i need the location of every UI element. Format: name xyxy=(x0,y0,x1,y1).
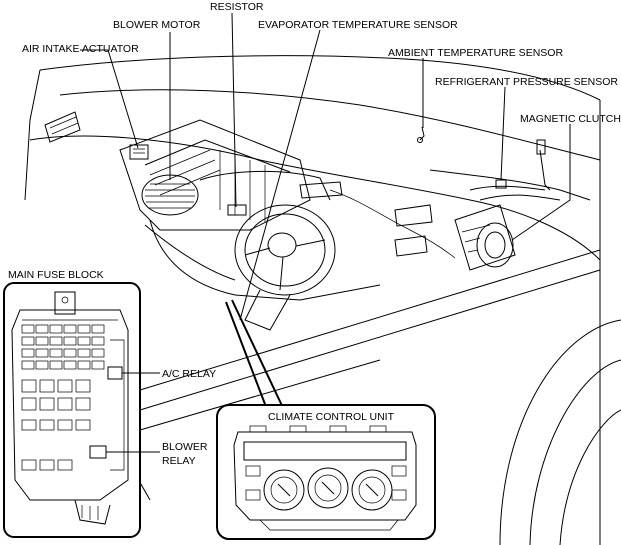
fuse-block-drawing xyxy=(11,291,129,525)
temperature-knob xyxy=(263,469,305,511)
label-magnetic-clutch: MAGNETIC CLUTCH xyxy=(520,113,621,125)
label-air-intake-actuator: AIR INTAKE ACTUATOR xyxy=(22,43,139,55)
label-refrigerant-pressure-sensor: REFRIGERANT PRESSURE SENSOR xyxy=(435,76,618,88)
fan-speed-knob xyxy=(307,467,349,509)
compressor-body xyxy=(454,204,516,271)
label-resistor: RESISTOR xyxy=(210,1,264,13)
label-climate-control-unit: CLIMATE CONTROL UNIT xyxy=(268,411,395,423)
climate-control-unit-inset xyxy=(216,404,436,540)
label-blower-relay-line2: RELAY xyxy=(162,455,196,467)
label-ambient-temperature-sensor: AMBIENT TEMPERATURE SENSOR xyxy=(388,47,563,59)
label-blower-relay-line1: BLOWER xyxy=(162,441,208,453)
magnetic-clutch-pulley xyxy=(476,222,514,268)
label-ac-relay: A/C RELAY xyxy=(162,368,216,380)
resistor-body xyxy=(227,204,247,216)
blower-motor-housing xyxy=(141,174,199,216)
mode-knob xyxy=(351,469,393,511)
label-evaporator-temperature-sensor: EVAPORATOR TEMPERATURE SENSOR xyxy=(258,19,458,31)
air-intake-actuator-body xyxy=(129,144,149,160)
label-main-fuse-block: MAIN FUSE BLOCK xyxy=(8,269,104,281)
ambient-temp-sensor-body xyxy=(419,126,425,141)
engine-bay-components xyxy=(417,126,551,271)
label-blower-motor: BLOWER MOTOR xyxy=(113,19,201,31)
hvac-unit xyxy=(119,119,311,281)
climate-control-unit-drawing xyxy=(233,425,417,531)
main-fuse-block-inset xyxy=(3,282,160,538)
leader-lines xyxy=(80,12,571,413)
labels: BLOWER MOTOR RESISTOR EVAPORATOR TEMPERA… xyxy=(8,1,621,467)
